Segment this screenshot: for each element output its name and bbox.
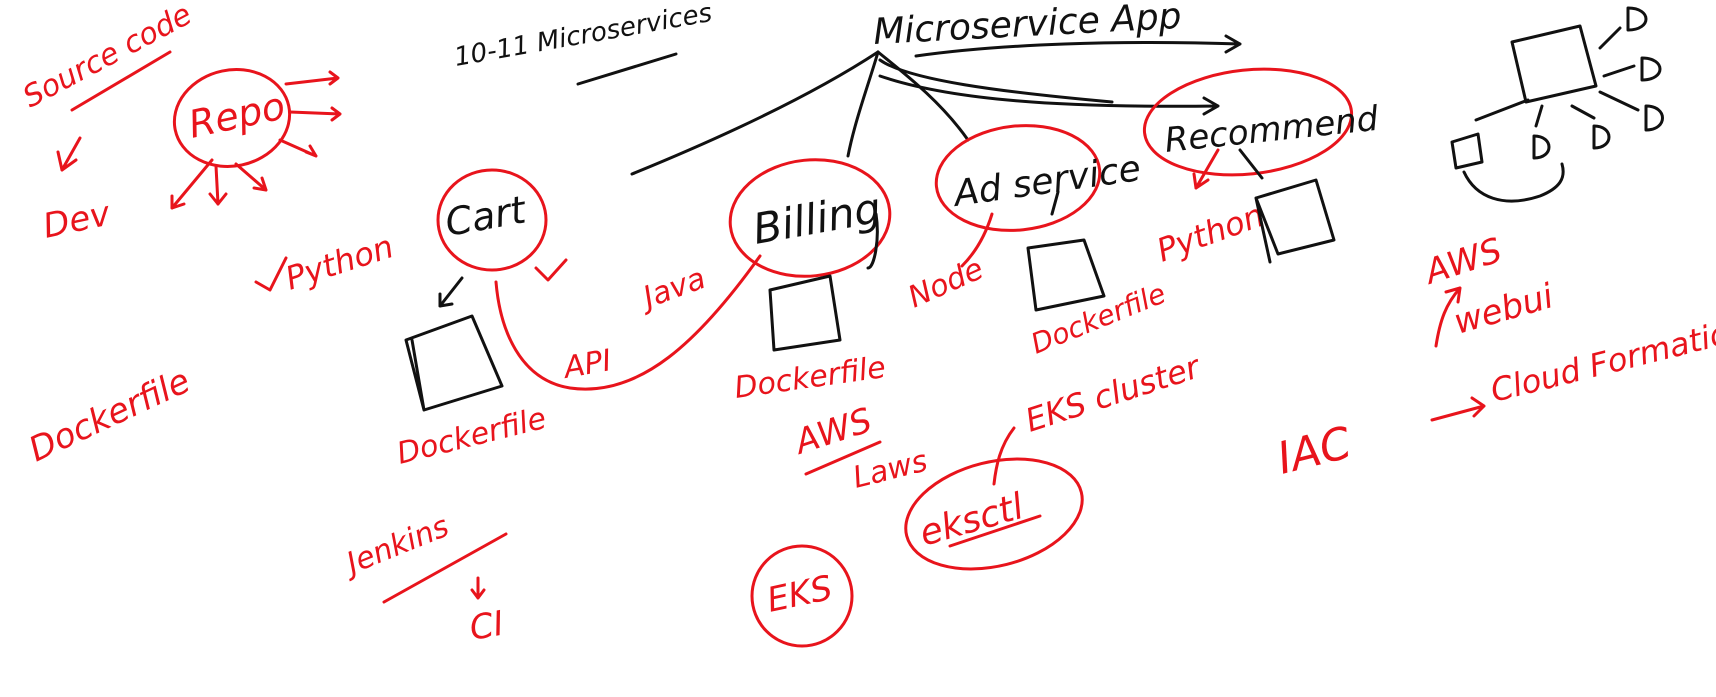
eks-cluster-connector [992,426,1016,486]
arrow-app-right [914,34,1242,58]
label-source-code: Source code [17,0,197,115]
circle-recommend [1142,67,1354,177]
arrow-aws-webui [1434,286,1462,348]
label-eks-cluster: EKS cluster [1021,347,1206,439]
label-ad-service: Ad service [950,148,1144,215]
check-cart [534,258,568,282]
arrow-jenkins-ci [470,576,486,600]
label-aws-right: AWS [1419,230,1507,293]
arrow-recommend-python [1192,148,1220,190]
api-curve [494,254,762,391]
dockerfile-cart-shape [404,314,504,412]
underline-eksctl [948,514,1042,548]
node-line [960,212,994,268]
circle-adservice [934,124,1102,232]
label-dev: Dev [40,194,115,247]
cloud-branch-lines [1474,26,1640,128]
circle-cart [436,168,548,272]
arrow-iac-cloudformation [1430,396,1486,422]
cloud-d-shapes [1532,6,1664,160]
label-java: Java [634,261,710,317]
underline-source-code [70,50,172,112]
branch-to-cart [630,50,880,176]
label-api: API [559,343,614,386]
label-aws-mid: AWS [789,400,877,463]
dockerfile-recommend-shape [1254,178,1336,264]
label-dockerfile-left: Dockerfile [23,361,196,470]
label-eks: EKS [764,568,836,621]
label-dockerfile-billing: Dockerfile [732,350,888,406]
arrow-source-to-dev [56,136,82,172]
label-node: Node [903,251,989,315]
arrow-cart-docker [438,276,464,308]
label-dockerfile-ad: Dockerfile [1026,277,1170,361]
adservice-tail [1050,190,1060,216]
label-python-left: Python [281,227,398,297]
underline-aws-mid [804,440,882,476]
label-webui: webui [1449,276,1558,343]
label-cart: Cart [442,187,531,245]
label-repo: Repo [185,84,289,147]
cloud-curve [1462,162,1565,203]
label-ci: CI [467,604,507,649]
dockerfile-billing-shape [768,274,842,352]
label-billing: Billing [749,183,884,254]
recommend-tail [1238,148,1264,180]
underline-microservices [576,52,678,86]
circle-eksctl [904,457,1084,571]
branch-to-billing [846,50,880,158]
label-microservices-count: 10-11 Microservices [452,0,714,73]
cloud-box-shape [1510,24,1598,104]
underline-jenkins [382,532,508,604]
label-iac: IAC [1272,417,1356,484]
circle-billing [728,158,892,278]
label-eksctl: eksctl [915,486,1028,555]
repo-arrows [170,70,342,210]
circle-eks [750,544,854,648]
cloud-small-box [1450,132,1484,170]
circle-repo [172,68,292,168]
check-python [254,256,288,292]
branch-to-recommend [878,58,1114,104]
dockerfile-ad-shape [1026,238,1106,312]
label-recommend: Recommend [1163,99,1381,161]
label-dockerfile-cart: Dockerfile [393,401,549,472]
label-python-recommend: Python [1152,196,1269,270]
billing-tail [866,212,879,270]
branch-arrow-recommend [878,74,1220,116]
